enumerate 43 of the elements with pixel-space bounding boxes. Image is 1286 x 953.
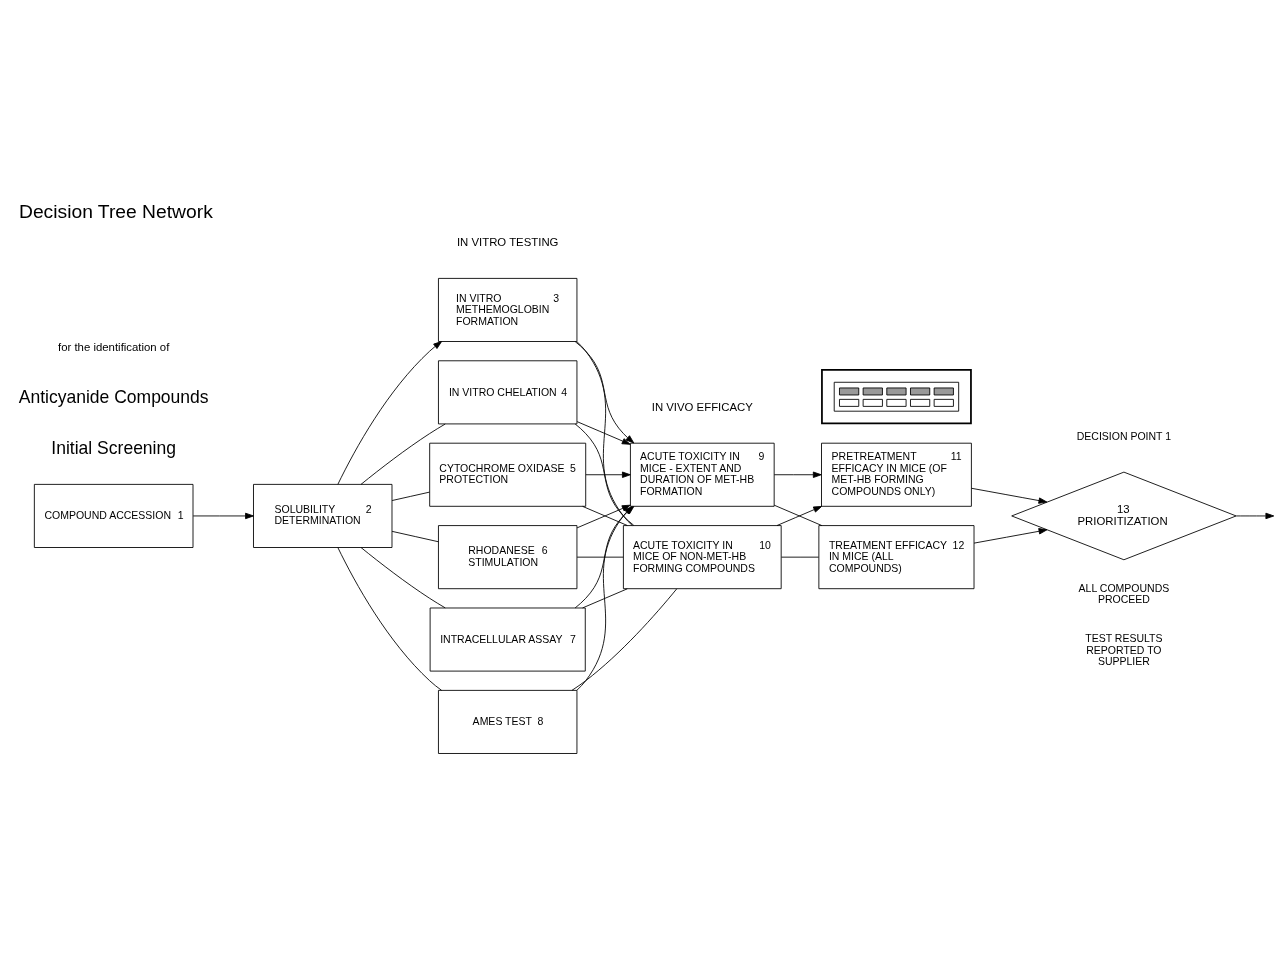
node-box: COMPOUND ACCESSION 1 xyxy=(33,483,194,548)
node-picture xyxy=(821,369,972,425)
node-box: ACUTE TOXICITY IN MICE - EXTENT AND DURATION OF MET-HB FORMATION 9 xyxy=(629,442,775,507)
arrow xyxy=(576,504,631,529)
arrow xyxy=(576,421,631,445)
node-label: DECISION POINT 1 xyxy=(1076,429,1172,442)
diagram-title: Decision Tree Network xyxy=(18,201,213,223)
connector xyxy=(337,547,442,691)
connector xyxy=(582,588,628,609)
label: Initial Screening xyxy=(51,437,176,458)
connector xyxy=(391,530,439,543)
node-label: ALL COMPOUNDS PROCEED xyxy=(1078,581,1170,606)
node-diamond: 13 PRIORITIZATION xyxy=(1011,471,1237,561)
arrow xyxy=(192,512,254,520)
node-box: SOLUBILITY DETERMINATION 2 xyxy=(253,483,393,548)
connector xyxy=(582,505,628,526)
node-box: PRETREATMENT EFFICACY IN MICE (OF MET-HB FORMING COMPOUNDS ONLY) 11 xyxy=(821,442,972,507)
arrow xyxy=(973,528,1048,544)
connector xyxy=(360,423,446,485)
label: for the identification of xyxy=(58,340,170,353)
connector xyxy=(391,491,430,501)
label: IN VIVO EFFICACY xyxy=(651,401,753,414)
node-box: AMES TEST 8 xyxy=(438,689,578,754)
node-box: ACUTE TOXICITY IN MICE OF NON-MET-HB FORMING COMPOUNDS 10 xyxy=(622,525,782,590)
node-box: IN VITRO METHEMOGLOBIN FORMATION 3 xyxy=(438,277,578,342)
label: IN VITRO TESTING xyxy=(456,236,559,249)
node-box: IN VITRO CHELATION 4 xyxy=(438,360,578,425)
arrow xyxy=(337,341,442,485)
connector xyxy=(576,556,624,558)
label: Anticyanide Compounds xyxy=(18,386,209,407)
node-box: TREATMENT EFFICACY IN MICE (ALL COMPOUNDS) 12 xyxy=(818,525,975,590)
node-box: CYTOCHROME OXIDASE PROTECTION 5 xyxy=(429,442,587,507)
connector xyxy=(781,556,820,558)
arrow xyxy=(773,471,822,478)
arrow xyxy=(585,471,631,478)
arrow xyxy=(971,487,1048,504)
node-box: INTRACELLULAR ASSAY 7 xyxy=(429,607,586,672)
node-label: TEST RESULTS REPORTED TO SUPPLIER xyxy=(1085,632,1163,668)
connector xyxy=(360,547,446,609)
node-box: RHODANESE STIMULATION 6 xyxy=(438,525,578,590)
arrow xyxy=(574,341,635,444)
connector xyxy=(571,588,678,691)
arrow xyxy=(1235,512,1275,520)
